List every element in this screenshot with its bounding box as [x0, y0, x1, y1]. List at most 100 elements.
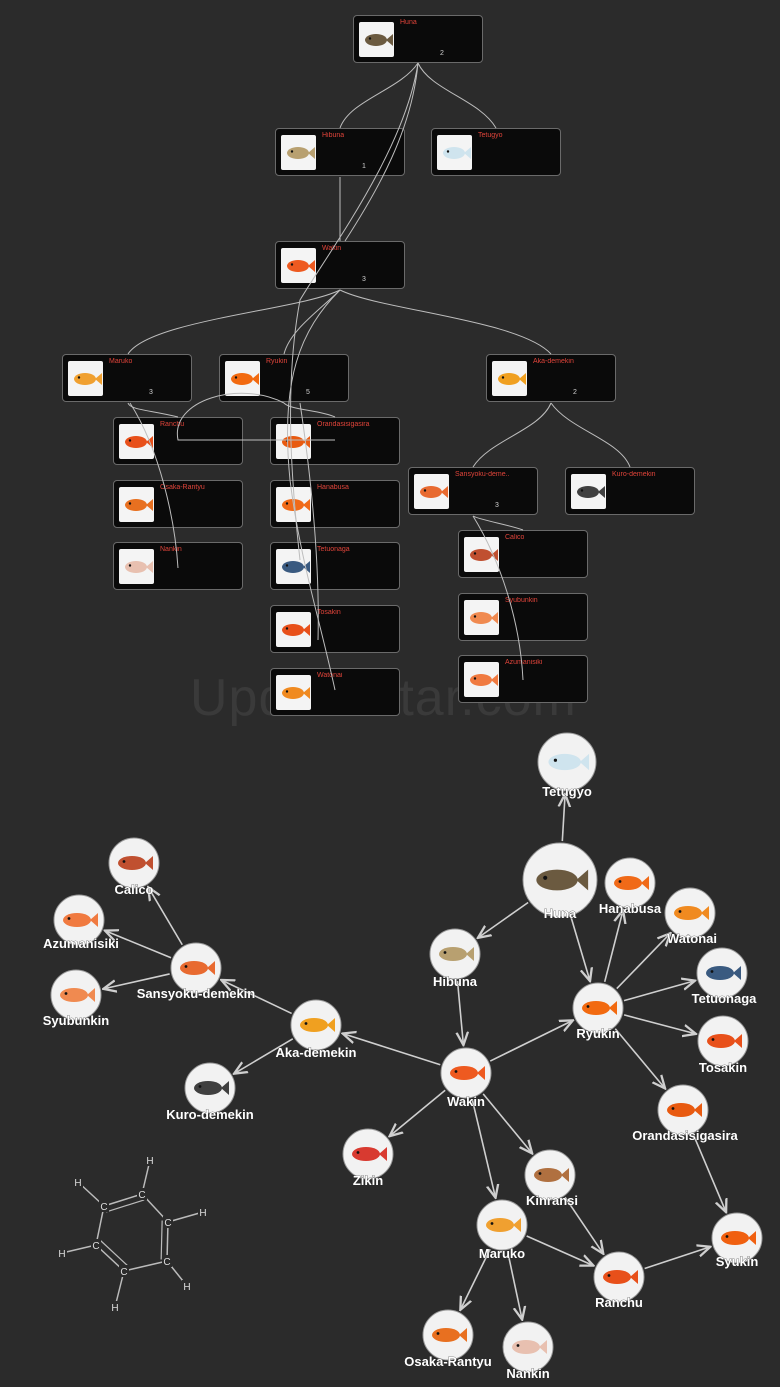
tree-card-syubunkin[interactable]: Syubunkin [458, 593, 588, 641]
tree-card-osaka-rantyu[interactable]: Osaka-Rantyu [113, 480, 243, 528]
graph-edge-ryukin-to-tetuonaga [623, 981, 695, 1002]
fish-thumbnail-icon [225, 361, 260, 396]
graph-node-watonai[interactable]: Watonai [664, 887, 717, 946]
tree-card-tetugyo[interactable]: Tetugyo [431, 128, 561, 176]
tree-card-sansyoku-demekin[interactable]: Sansyoku-deme..3 [408, 467, 538, 515]
graph-node-syubunkin[interactable]: Syubunkin [42, 969, 110, 1028]
tree-card-count: 2 [440, 50, 444, 57]
fish-thumbnail-icon [492, 361, 527, 396]
graph-node-label: Tosakin [699, 1060, 747, 1075]
tree-card-name: Tosakin [317, 609, 341, 616]
graph-node-nankin[interactable]: Nankin [502, 1321, 554, 1381]
fish-thumbnail-icon [276, 424, 311, 459]
tree-card-calico[interactable]: Calico [458, 530, 588, 578]
fish-icon [180, 961, 215, 975]
graph-edge-ranchu-to-syukin [644, 1247, 711, 1270]
fish-icon [300, 1018, 335, 1032]
tree-card-name: Maruko [109, 358, 133, 365]
graph-node-sansyoku-demekin[interactable]: Sansyoku-demekin [136, 942, 256, 1001]
fish-icon [614, 876, 649, 890]
fish-icon [706, 966, 741, 980]
fish-icon [721, 1231, 756, 1245]
tree-card-azumanisiki[interactable]: Azumanisiki [458, 655, 588, 703]
graph-node-aka-demekin[interactable]: Aka-demekin [275, 999, 357, 1060]
graph-node-label: Zikin [353, 1173, 383, 1188]
graph-node-kinranSi[interactable]: Kinransi [524, 1149, 578, 1208]
graph-edge-maruko-to-osaka-rantyu [460, 1248, 491, 1310]
graph-node-label: Syubunkin [43, 1013, 110, 1028]
graph-edge-huna-to-ryukin [570, 917, 590, 981]
graph-node-hibuna[interactable]: Hibuna [429, 928, 481, 989]
fish-thumbnail-icon [276, 675, 311, 710]
atom-label: C [92, 1241, 99, 1252]
graph-node-osaka-rantyu[interactable]: Osaka-Rantyu [404, 1309, 492, 1369]
fish-thumbnail-icon [276, 487, 311, 522]
tree-card-name: Ryukin [266, 358, 288, 365]
tree-card-orandasisigasira[interactable]: Orandasisigasira [270, 417, 400, 465]
atom-label: H [146, 1156, 153, 1167]
graph-node-wakin[interactable]: Wakin [440, 1047, 492, 1109]
graph-node-hanabusa[interactable]: Hanabusa [599, 857, 662, 916]
atom-label: C [120, 1267, 127, 1278]
tree-card-count: 3 [149, 389, 153, 396]
tree-card-hanabusa[interactable]: Hanabusa [270, 480, 400, 528]
tree-card-maruko[interactable]: Maruko 3 [62, 354, 192, 402]
graph-edge-aka-demekin-to-sansyoku-demekin [221, 980, 292, 1015]
graph-node-ranchu[interactable]: Ranchu [593, 1251, 645, 1310]
graph-node-tetuonaga[interactable]: Tetuonaga [691, 947, 758, 1006]
graph-node-label: Tetugyo [542, 784, 592, 799]
fish-icon [603, 1270, 638, 1284]
tree-card-huna[interactable]: Huna 2 [353, 15, 483, 63]
graph-edge-maruko-to-nankin [506, 1251, 523, 1319]
tree-card-watonai[interactable]: Watonai [270, 668, 400, 716]
graph-edge-wakin-to-aka-demekin [343, 1034, 441, 1066]
graph-node-tosakin[interactable]: Tosakin [697, 1015, 749, 1075]
graph-node-ryukin[interactable]: Ryukin [572, 982, 624, 1041]
tree-card-ranchu[interactable]: Ranchu [113, 417, 243, 465]
tree-card-nankin[interactable]: Nankin [113, 542, 243, 590]
graph-edge-huna-to-hibuna [478, 901, 529, 937]
atom-label: H [183, 1282, 190, 1293]
graph-node-maruko[interactable]: Maruko [476, 1199, 528, 1261]
graph-node-syukin[interactable]: Syukin [711, 1212, 763, 1269]
tree-card-name: Ranchu [160, 421, 185, 428]
graph-node-kuro-demekin[interactable]: Kuro-demekin [166, 1062, 254, 1122]
fish-thumbnail-icon [119, 424, 154, 459]
graph-node-zikin[interactable]: Zikin [342, 1128, 394, 1188]
atom-label: H [74, 1178, 81, 1189]
tree-card-name: Tetugyo [478, 132, 503, 139]
graph-node-huna[interactable]: Huna [522, 842, 598, 921]
graph-node-tetugyo[interactable]: Tetugyo [537, 732, 597, 799]
atom-label: H [111, 1303, 118, 1314]
graph-node-label: Syukin [716, 1254, 759, 1269]
tree-card-kuro-demekin[interactable]: Kuro-demekin [565, 467, 695, 515]
fish-icon [582, 1001, 617, 1015]
graph-node-label: Azumanisiki [43, 936, 119, 951]
graph-node-label: Aka-demekin [276, 1045, 357, 1060]
graph-node-label: Orandasisigasira [632, 1128, 738, 1143]
graph-edge-wakin-to-ryukin [489, 1020, 573, 1062]
fish-thumbnail-icon [571, 474, 606, 509]
fish-icon [118, 856, 153, 870]
graph-node-azumanisiki[interactable]: Azumanisiki [43, 894, 119, 951]
graph-node-calico[interactable]: Calico [108, 837, 160, 897]
fish-thumbnail-icon [464, 537, 499, 572]
tree-card-name: Huna [400, 19, 417, 26]
tree-card-name: Kuro-demekin [612, 471, 656, 478]
fish-icon [548, 753, 590, 771]
graph-edge-sansyoku-demekin-to-calico [148, 887, 183, 946]
tree-card-tosakin[interactable]: Tosakin [270, 605, 400, 653]
graph-node-orandasisigasira[interactable]: Orandasisigasira [632, 1084, 739, 1143]
tree-card-tetuonaga[interactable]: Tetuonaga [270, 542, 400, 590]
tree-card-name: Tetuonaga [317, 546, 350, 553]
fish-icon [534, 1168, 569, 1182]
graph-edge-hibuna-to-wakin [457, 980, 463, 1045]
